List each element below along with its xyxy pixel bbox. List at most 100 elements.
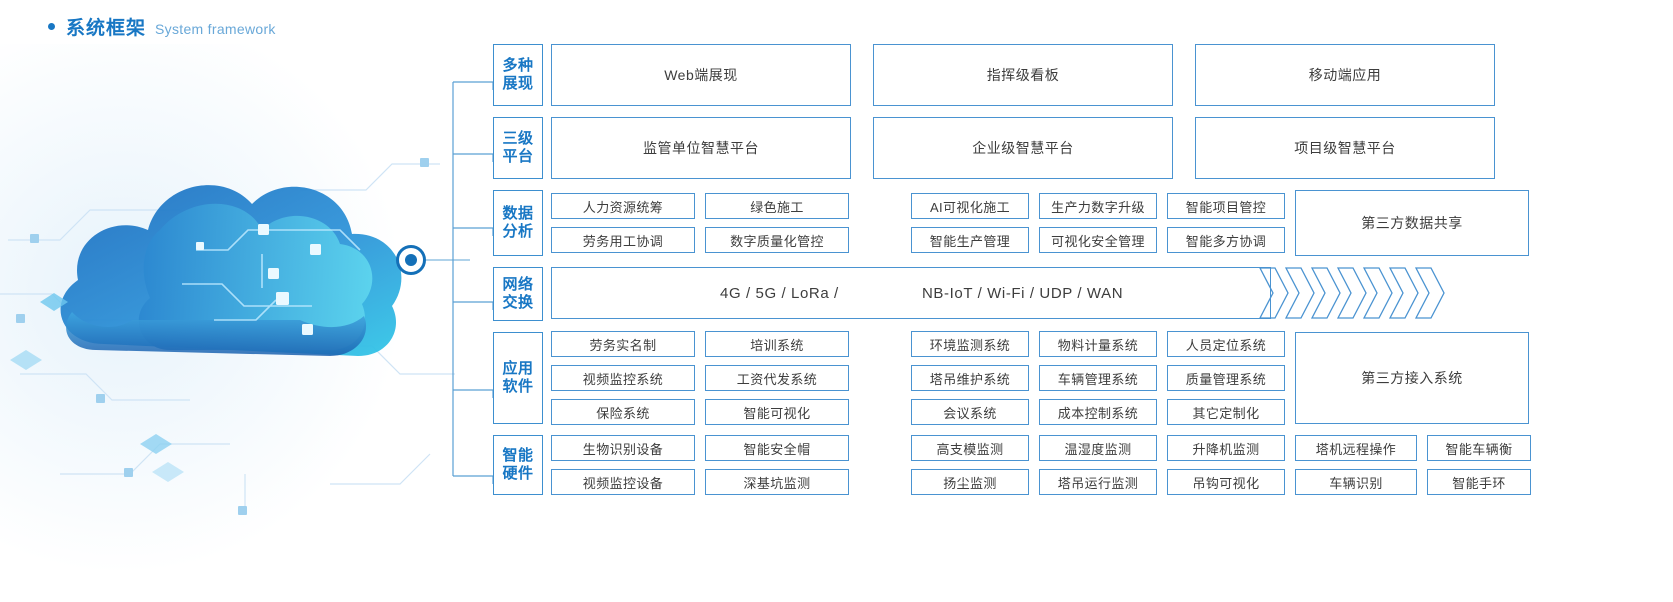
group-app-left: 劳务实名制 培训系统 视频监控系统 工资代发系统 保险系统 智能可视化 <box>551 331 849 425</box>
row-label-three-level-platform: 三级 平台 <box>493 117 543 179</box>
chip-smart-visualization[interactable]: 智能可视化 <box>705 399 849 425</box>
chip-row: 劳务实名制 培训系统 <box>551 331 849 357</box>
chip-ai-visual-construction[interactable]: AI可视化施工 <box>911 193 1029 219</box>
chip-crane-remote-operation[interactable]: 塔机远程操作 <box>1295 435 1417 461</box>
cell-gap <box>1173 44 1195 106</box>
cell-gap <box>851 44 873 106</box>
chip-environment-monitoring[interactable]: 环境监测系统 <box>911 331 1029 357</box>
chip-row: 人力资源统筹 绿色施工 <box>551 193 849 219</box>
flow-chevrons <box>1259 267 1445 319</box>
group-data-analysis-mid: AI可视化施工 生产力数字升级 智能项目管控 智能生产管理 可视化安全管理 智能… <box>911 193 1285 253</box>
chip-smart-helmet[interactable]: 智能安全帽 <box>705 435 849 461</box>
cell-command-dashboard[interactable]: 指挥级看板 <box>873 44 1173 106</box>
group-hw-left: 生物识别设备 智能安全帽 视频监控设备 深基坑监测 <box>551 435 849 495</box>
chip-meeting-system[interactable]: 会议系统 <box>911 399 1029 425</box>
cloud-network-illustration <box>0 44 470 584</box>
row-label-line1: 智能 <box>502 446 534 464</box>
chip-crane-maintenance[interactable]: 塔吊维护系统 <box>911 365 1029 391</box>
group-hw-right: 塔机远程操作 智能车辆衡 车辆识别 智能手环 <box>1295 435 1531 495</box>
cell-project-platform[interactable]: 项目级智慧平台 <box>1195 117 1495 179</box>
row-label-data-analysis: 数据 分析 <box>493 190 543 256</box>
chevron-arrow-icon <box>1285 267 1315 319</box>
chip-row: 劳务用工协调 数字质量化管控 <box>551 227 849 253</box>
chip-smart-production-mgmt[interactable]: 智能生产管理 <box>911 227 1029 253</box>
chip-productivity-digital-upgrade[interactable]: 生产力数字升级 <box>1039 193 1157 219</box>
row-application-software: 应用 软件 劳务实名制 培训系统 视频监控系统 工资代发系统 保险系统 智能可视… <box>493 331 1673 425</box>
row-label-line2: 平台 <box>502 148 534 165</box>
network-protocol-box[interactable]: 4G / 5G / LoRa / NB-IoT / Wi-Fi / UDP / … <box>551 267 1271 319</box>
row-smart-hardware: 智能 硬件 生物识别设备 智能安全帽 视频监控设备 深基坑监测 <box>493 435 1673 495</box>
chip-labor-coordination[interactable]: 劳务用工协调 <box>551 227 695 253</box>
chip-temp-humidity-monitoring[interactable]: 温湿度监测 <box>1039 435 1157 461</box>
cell-enterprise-platform[interactable]: 企业级智慧平台 <box>873 117 1173 179</box>
row-label-network-exchange: 网络 交换 <box>493 267 543 321</box>
chip-biometric-device[interactable]: 生物识别设备 <box>551 435 695 461</box>
chip-vehicle-recognition[interactable]: 车辆识别 <box>1295 469 1417 495</box>
row-body-display-modes: Web端展现 指挥级看板 移动端应用 <box>551 44 1673 106</box>
chip-row: 车辆识别 智能手环 <box>1295 469 1531 495</box>
row-label-display-modes: 多种 展现 <box>493 44 543 106</box>
row-label-line1: 数据 <box>502 204 534 222</box>
cell-third-party-access-system[interactable]: 第三方接入系统 <box>1295 332 1529 424</box>
cell-third-party-data-sharing[interactable]: 第三方数据共享 <box>1295 190 1529 256</box>
chip-hr-coordination[interactable]: 人力资源统筹 <box>551 193 695 219</box>
chip-row: 智能生产管理 可视化安全管理 智能多方协调 <box>911 227 1285 253</box>
page-title: 系统框架 System framework <box>48 13 276 40</box>
chip-video-monitoring-device[interactable]: 视频监控设备 <box>551 469 695 495</box>
row-label-line2: 软件 <box>502 378 534 395</box>
cell-mobile-app[interactable]: 移动端应用 <box>1195 44 1495 106</box>
chip-quality-management[interactable]: 质量管理系统 <box>1167 365 1285 391</box>
bullet-dot-icon <box>48 23 55 30</box>
cell-web-display[interactable]: Web端展现 <box>551 44 851 106</box>
chip-visual-safety-mgmt[interactable]: 可视化安全管理 <box>1039 227 1157 253</box>
row-body-application-software: 劳务实名制 培训系统 视频监控系统 工资代发系统 保险系统 智能可视化 <box>551 331 1673 425</box>
chip-hoist-monitoring[interactable]: 升降机监测 <box>1167 435 1285 461</box>
title-english: System framework <box>155 21 276 37</box>
chip-insurance-system[interactable]: 保险系统 <box>551 399 695 425</box>
chip-row: 生物识别设备 智能安全帽 <box>551 435 849 461</box>
chip-smart-weighbridge[interactable]: 智能车辆衡 <box>1427 435 1531 461</box>
chip-row: 环境监测系统 物料计量系统 人员定位系统 <box>911 331 1285 357</box>
chip-row: 高支模监测 温湿度监测 升降机监测 <box>911 435 1285 461</box>
chip-smart-wristband[interactable]: 智能手环 <box>1427 469 1531 495</box>
row-three-level-platform: 三级 平台 监管单位智慧平台 企业级智慧平台 项目级智慧平台 <box>493 117 1673 179</box>
chevron-arrow-icon <box>1415 267 1445 319</box>
chip-cost-control[interactable]: 成本控制系统 <box>1039 399 1157 425</box>
chip-personnel-positioning[interactable]: 人员定位系统 <box>1167 331 1285 357</box>
row-body-smart-hardware: 生物识别设备 智能安全帽 视频监控设备 深基坑监测 高支模监测 温湿度监测 升降… <box>551 435 1673 495</box>
row-body-data-analysis: 人力资源统筹 绿色施工 劳务用工协调 数字质量化管控 AI可视化施工 生产力数字… <box>551 190 1673 256</box>
row-label-application-software: 应用 软件 <box>493 332 543 424</box>
cell-regulator-platform[interactable]: 监管单位智慧平台 <box>551 117 851 179</box>
chevron-arrow-icon <box>1337 267 1367 319</box>
chip-payroll-system[interactable]: 工资代发系统 <box>705 365 849 391</box>
row-label-line1: 应用 <box>502 359 534 377</box>
chip-row: 会议系统 成本控制系统 其它定制化 <box>911 399 1285 425</box>
title-chinese: 系统框架 <box>66 18 147 39</box>
chip-crane-operation-monitoring[interactable]: 塔吊运行监测 <box>1039 469 1157 495</box>
chip-row: 塔吊维护系统 车辆管理系统 质量管理系统 <box>911 365 1285 391</box>
chip-smart-project-control[interactable]: 智能项目管控 <box>1167 193 1285 219</box>
chip-vehicle-management[interactable]: 车辆管理系统 <box>1039 365 1157 391</box>
row-label-line2: 分析 <box>502 223 534 240</box>
chip-video-surveillance-system[interactable]: 视频监控系统 <box>551 365 695 391</box>
chip-material-metering[interactable]: 物料计量系统 <box>1039 331 1157 357</box>
chip-deep-foundation-monitoring[interactable]: 深基坑监测 <box>705 469 849 495</box>
row-label-smart-hardware: 智能 硬件 <box>493 435 543 495</box>
chip-dust-monitoring[interactable]: 扬尘监测 <box>911 469 1029 495</box>
chip-high-formwork-monitoring[interactable]: 高支模监测 <box>911 435 1029 461</box>
row-body-three-level-platform: 监管单位智慧平台 企业级智慧平台 项目级智慧平台 <box>551 117 1673 179</box>
chip-green-construction[interactable]: 绿色施工 <box>705 193 849 219</box>
chevron-arrow-icon <box>1259 267 1289 319</box>
chip-other-customization[interactable]: 其它定制化 <box>1167 399 1285 425</box>
chevron-arrow-icon <box>1311 267 1341 319</box>
chip-digital-quality-control[interactable]: 数字质量化管控 <box>705 227 849 253</box>
chip-training-system[interactable]: 培训系统 <box>705 331 849 357</box>
chip-smart-multiparty-coordination[interactable]: 智能多方协调 <box>1167 227 1285 253</box>
chevron-arrow-icon <box>1389 267 1419 319</box>
chip-hook-visualization[interactable]: 吊钩可视化 <box>1167 469 1285 495</box>
network-text-primary: 4G / 5G / LoRa / <box>720 284 839 302</box>
row-body-network-exchange: 4G / 5G / LoRa / NB-IoT / Wi-Fi / UDP / … <box>551 267 1673 321</box>
chip-labor-realname[interactable]: 劳务实名制 <box>551 331 695 357</box>
row-label-line2: 交换 <box>502 294 534 311</box>
